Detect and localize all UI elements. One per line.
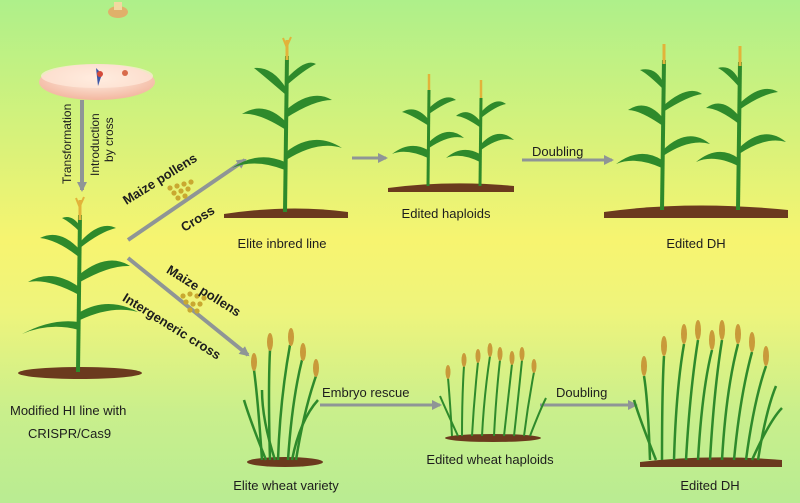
edited-wheat-haploids-caption: Edited wheat haploids [426,452,554,467]
pollen-grains-bottom [180,291,207,314]
elite-wheat-variety-caption: Elite wheat variety [233,478,339,493]
modified-hi-line-caption-2: CRISPR/Cas9 [28,426,112,441]
edited-dh-top-caption: Edited DH [666,236,726,251]
elite-inbred-maize-plant [224,36,348,218]
modified-hi-line-caption-1: Modified HI line with [10,403,127,418]
introduction-label: Introduction [88,113,102,176]
arrow-hi-to-wheat [126,256,250,357]
elite-inbred-line-caption: Elite inbred line [237,236,327,251]
edited-dh-maize-plants [604,44,788,218]
edited-dh-wheat-plants [632,320,783,467]
elite-wheat-plants [242,328,323,467]
doubling-top-label: Doubling [532,144,584,159]
edited-haploid-maize-plants [388,74,514,192]
doubling-bottom-label: Doubling [556,385,608,400]
embryo-rescue-label: Embryo rescue [322,385,410,400]
edited-haploids-caption: Edited haploids [401,206,491,221]
culture-dish-icon [39,64,155,100]
by-cross-label: by cross [102,117,116,162]
hi-line-maize-plant [18,196,142,379]
edited-wheat-haploid-plants [439,343,547,442]
transformation-label: Transformation [60,103,74,184]
pollen-grains-top [167,179,194,201]
edited-dh-bottom-caption: Edited DH [680,478,740,493]
dropper-icon [108,2,128,18]
arrow-hi-to-elite [126,158,247,242]
